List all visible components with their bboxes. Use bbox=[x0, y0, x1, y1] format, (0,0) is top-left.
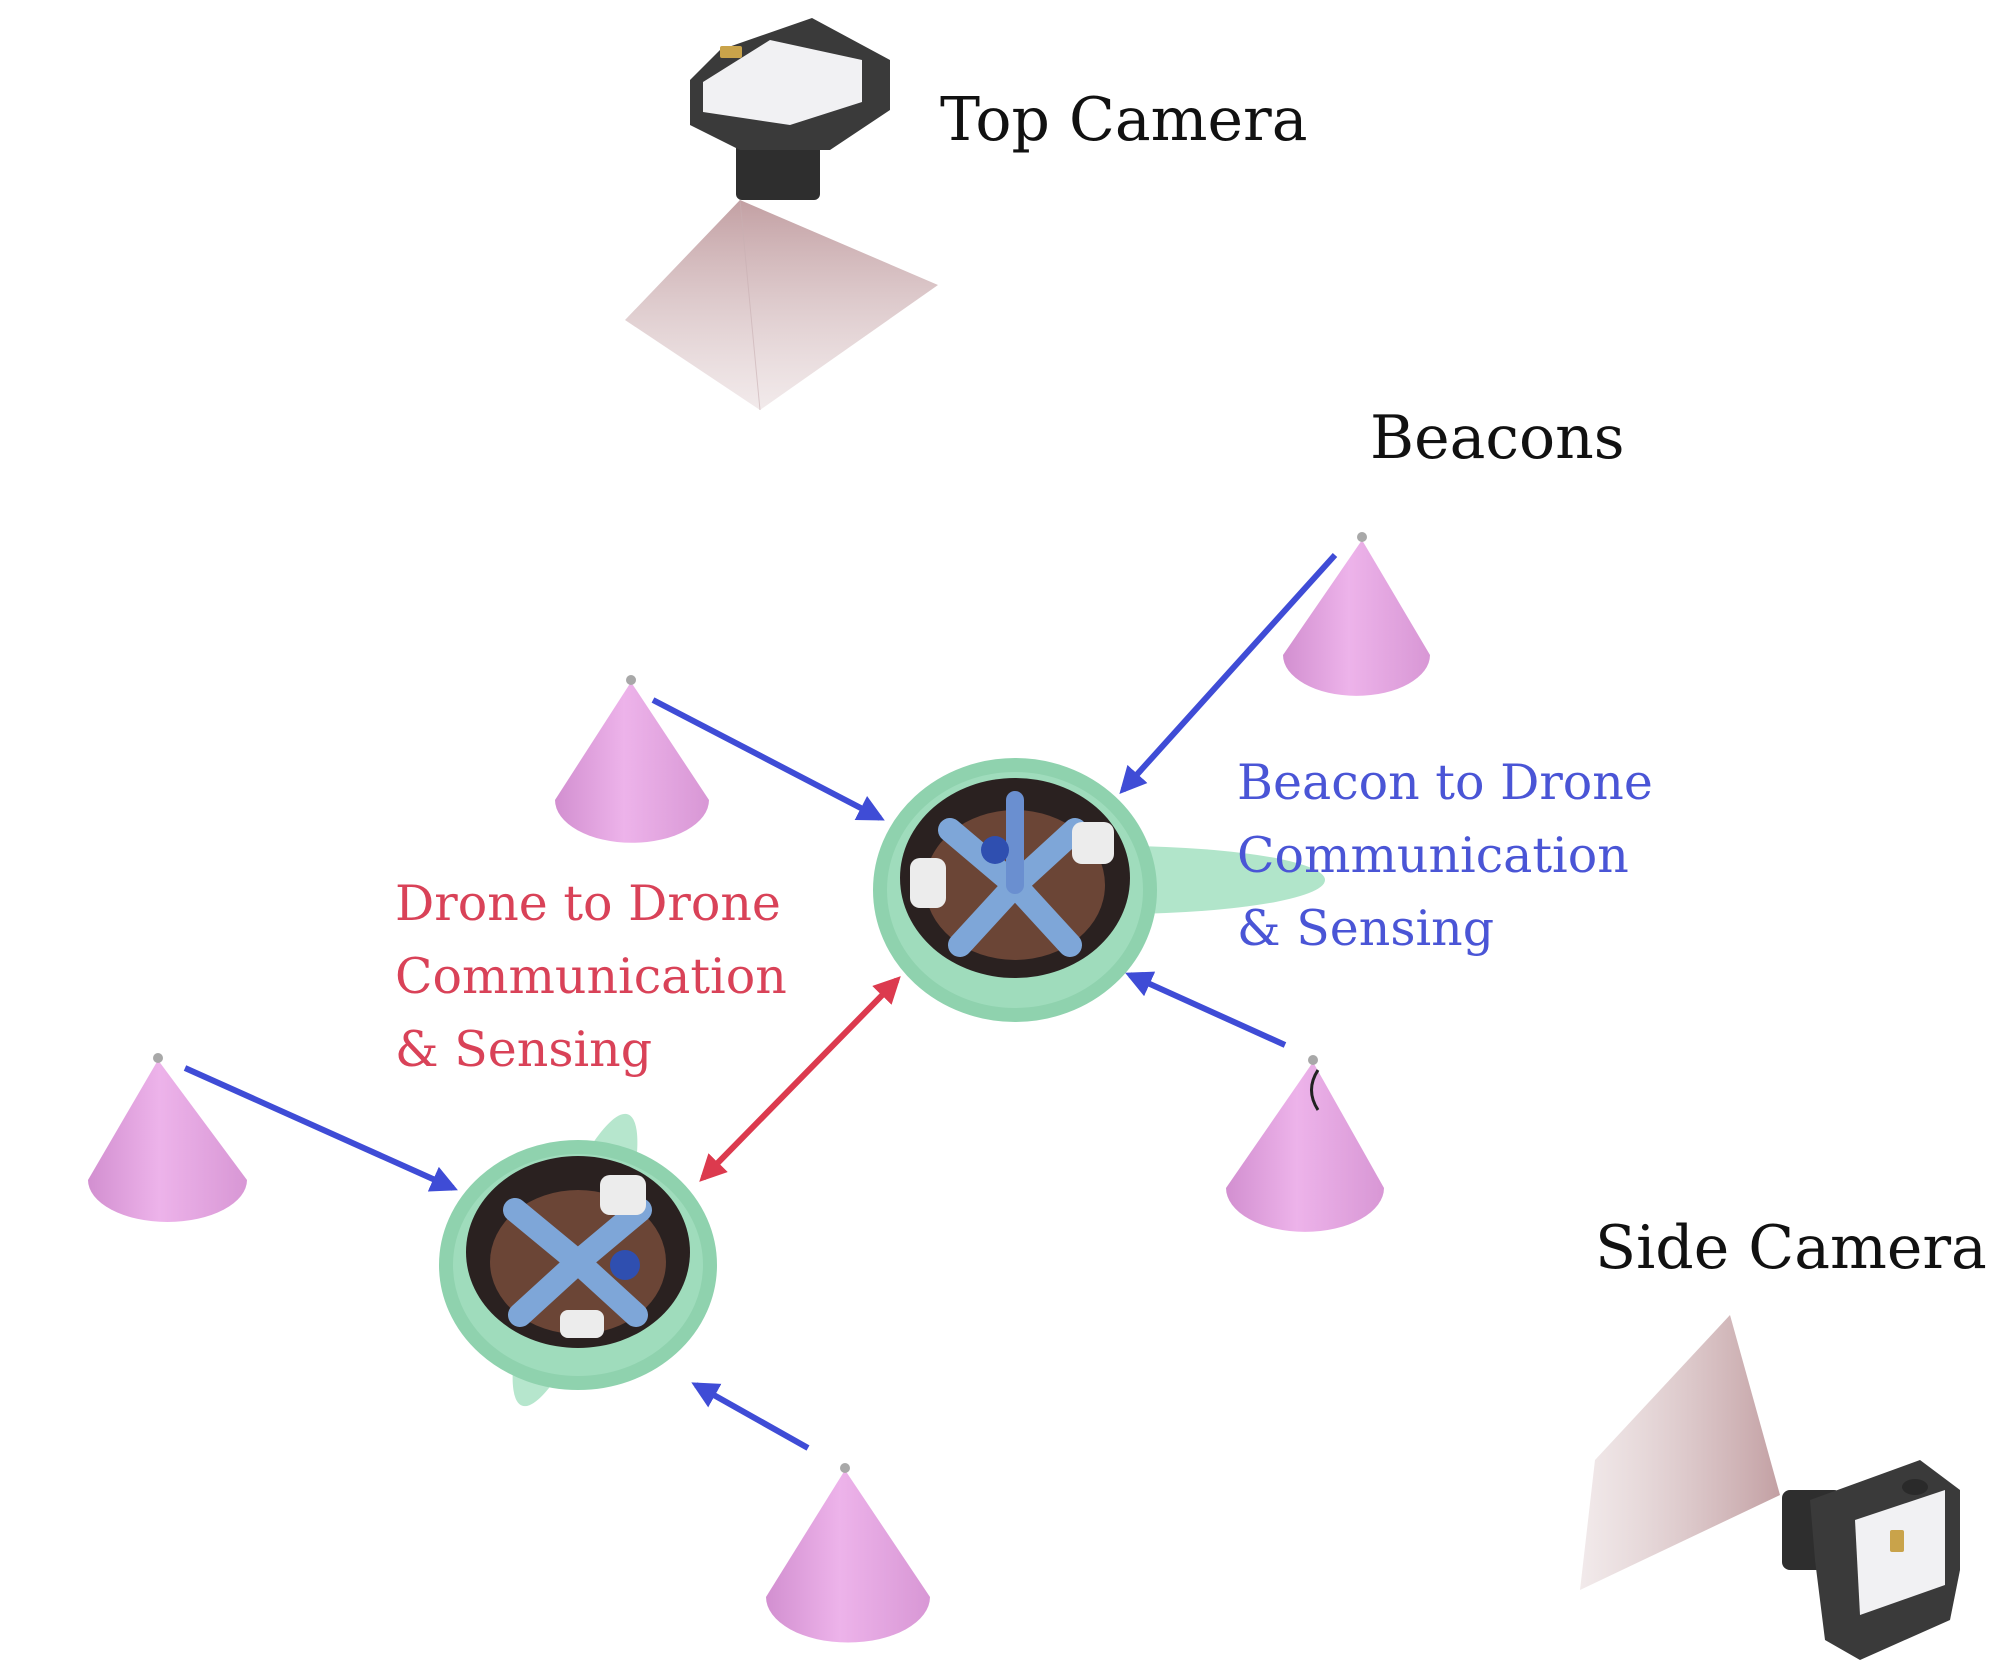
beacon-arrow bbox=[183, 1065, 458, 1192]
beacon-right bbox=[1226, 1055, 1384, 1232]
drone-icon bbox=[439, 1113, 717, 1407]
drone-to-drone-caption: Drone to Drone Communication & Sensing bbox=[395, 875, 787, 1078]
beacon-arrow bbox=[691, 1382, 810, 1451]
drone-icon bbox=[873, 758, 1325, 1022]
caption-line: Communication bbox=[1237, 827, 1629, 884]
drone-upper bbox=[873, 758, 1325, 1022]
side-camera bbox=[1580, 1315, 1960, 1660]
beacon-arrow bbox=[1119, 552, 1338, 795]
caption-line: Communication bbox=[395, 948, 787, 1005]
beacon-cone-icon bbox=[88, 1053, 247, 1222]
beacon-top-right bbox=[1283, 532, 1430, 696]
beacons-label: Beacons bbox=[1370, 403, 1625, 473]
drone-lower bbox=[439, 1113, 717, 1407]
beacon-cone-icon bbox=[766, 1463, 930, 1643]
top-camera-label: Top Camera bbox=[940, 85, 1308, 155]
caption-line: & Sensing bbox=[395, 1021, 652, 1078]
beacon-cone-icon bbox=[555, 675, 709, 843]
caption-line: & Sensing bbox=[1237, 900, 1494, 957]
beacon-mid-left bbox=[555, 675, 709, 843]
camera-icon bbox=[690, 18, 890, 200]
camera-icon bbox=[1782, 1460, 1960, 1660]
beacon-arrow bbox=[651, 697, 885, 821]
beacon-cone-icon bbox=[1226, 1055, 1384, 1232]
caption-line: Drone to Drone bbox=[395, 875, 781, 932]
side-camera-field-of-view bbox=[1580, 1315, 1780, 1590]
top-camera bbox=[625, 18, 938, 411]
caption-line: Beacon to Drone bbox=[1237, 754, 1653, 811]
beacon-to-drone-caption: Beacon to Drone Communication & Sensing bbox=[1237, 754, 1653, 957]
beacon-arrow bbox=[1125, 971, 1287, 1048]
beacon-cone-icon bbox=[1283, 532, 1430, 696]
top-camera-field-of-view bbox=[625, 200, 938, 410]
drone-to-drone-arrow bbox=[699, 976, 901, 1182]
beacon-bottom bbox=[766, 1463, 930, 1643]
side-camera-label: Side Camera bbox=[1595, 1213, 1987, 1283]
beacon-to-drone-arrows bbox=[183, 552, 1338, 1451]
beacon-left bbox=[88, 1053, 247, 1222]
